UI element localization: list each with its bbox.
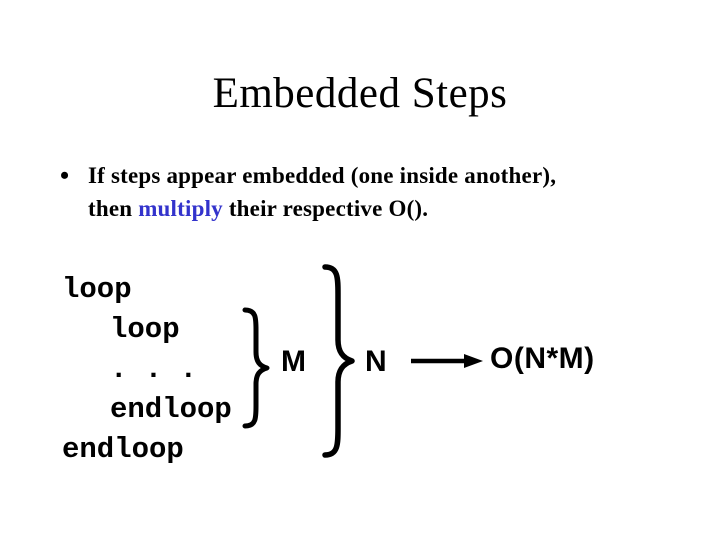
- inner-loop-count-label: M: [281, 345, 306, 378]
- code-line-inner-endloop: endloop: [110, 393, 232, 426]
- inner-curly-brace-icon: [242, 307, 270, 429]
- slide-title: Embedded Steps: [212, 70, 508, 117]
- code-line-inner-loop: loop: [110, 313, 180, 346]
- right-arrow-icon: [411, 354, 483, 368]
- code-line-ellipsis: . . .: [110, 353, 198, 386]
- bullet-line1: If steps appear embedded (one inside ano…: [88, 163, 557, 188]
- code-line-outer-loop: loop: [62, 273, 132, 306]
- bullet-line2-pre: then: [88, 196, 139, 221]
- code-block: loop loop . . . endloop endloop: [62, 270, 232, 470]
- outer-curly-brace-icon: [322, 264, 355, 458]
- code-line-outer-endloop: endloop: [62, 433, 184, 466]
- result-complexity-label: O(N*M): [490, 342, 595, 375]
- outer-loop-count-label: N: [365, 345, 387, 378]
- bullet-highlight-multiply: multiply: [138, 196, 223, 221]
- bullet-text: If steps appear embedded (one inside ano…: [88, 159, 556, 225]
- bullet-marker: •: [60, 161, 70, 190]
- bullet-item: • If steps appear embedded (one inside a…: [60, 159, 620, 225]
- bullet-line2-post: their respective O().: [222, 196, 429, 221]
